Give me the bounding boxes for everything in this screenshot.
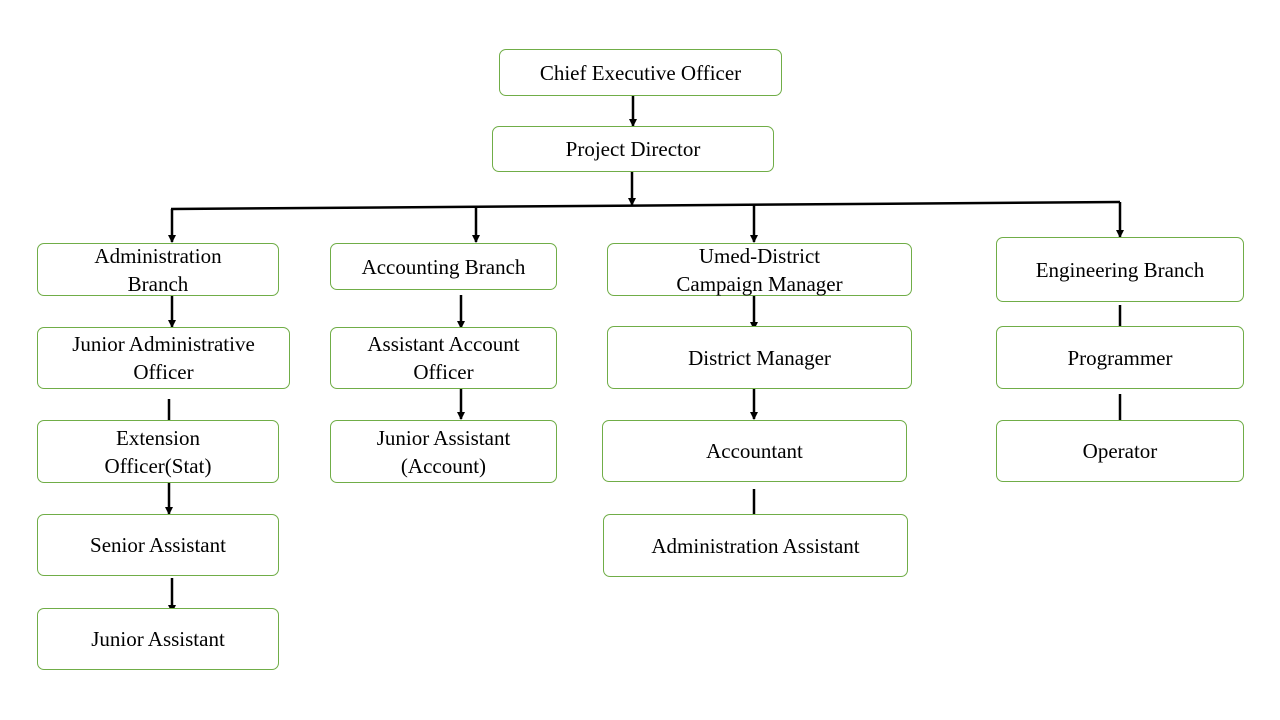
node-label: Umed-District Campaign Manager (676, 243, 843, 296)
node-project-director: Project Director (492, 126, 774, 172)
node-label: Assistant Account Officer (367, 332, 520, 384)
node-label: Extension Officer(Stat) (104, 425, 212, 478)
node-label: District Manager (688, 345, 831, 370)
node-assistant-account-officer: Assistant Account Officer (330, 327, 557, 389)
node-junior-assistant-account: Junior Assistant (Account) (330, 420, 557, 483)
node-label: Operator (1082, 439, 1158, 463)
node-label: Project Director (565, 137, 701, 161)
node-operator: Operator (996, 420, 1244, 482)
node-engineering-branch: Engineering Branch (996, 237, 1244, 302)
node-chief-executive-officer: Chief Executive Officer (499, 49, 782, 96)
node-label: Chief Executive Officer (539, 60, 742, 85)
node-label: Junior Administrative Officer (72, 332, 255, 384)
node-accountant: Accountant (602, 420, 907, 482)
node-label: Administration Branch (94, 243, 222, 296)
node-administration-branch: Administration Branch (37, 243, 279, 296)
node-district-manager: District Manager (607, 326, 912, 389)
node-label: Engineering Branch (1035, 257, 1205, 282)
node-label: Accountant (706, 439, 803, 463)
node-label: Accounting Branch (361, 254, 526, 279)
node-accounting-branch: Accounting Branch (330, 243, 557, 290)
node-senior-assistant: Senior Assistant (37, 514, 279, 576)
branch-distribution-bar (170, 200, 1121, 211)
node-label: Administration Assistant (651, 533, 860, 558)
node-junior-assistant: Junior Assistant (37, 608, 279, 670)
node-programmer: Programmer (996, 326, 1244, 389)
node-label: Senior Assistant (90, 533, 226, 557)
node-administration-assistant: Administration Assistant (603, 514, 908, 577)
node-extension-officer: Extension Officer(Stat) (37, 420, 279, 483)
node-label: Junior Assistant (91, 627, 225, 651)
node-junior-administrative-officer: Junior Administrative Officer (37, 327, 290, 389)
node-umed-district-campaign-manager: Umed-District Campaign Manager (607, 243, 912, 296)
node-label: Programmer (1067, 345, 1173, 370)
node-label: Junior Assistant (Account) (376, 425, 511, 478)
